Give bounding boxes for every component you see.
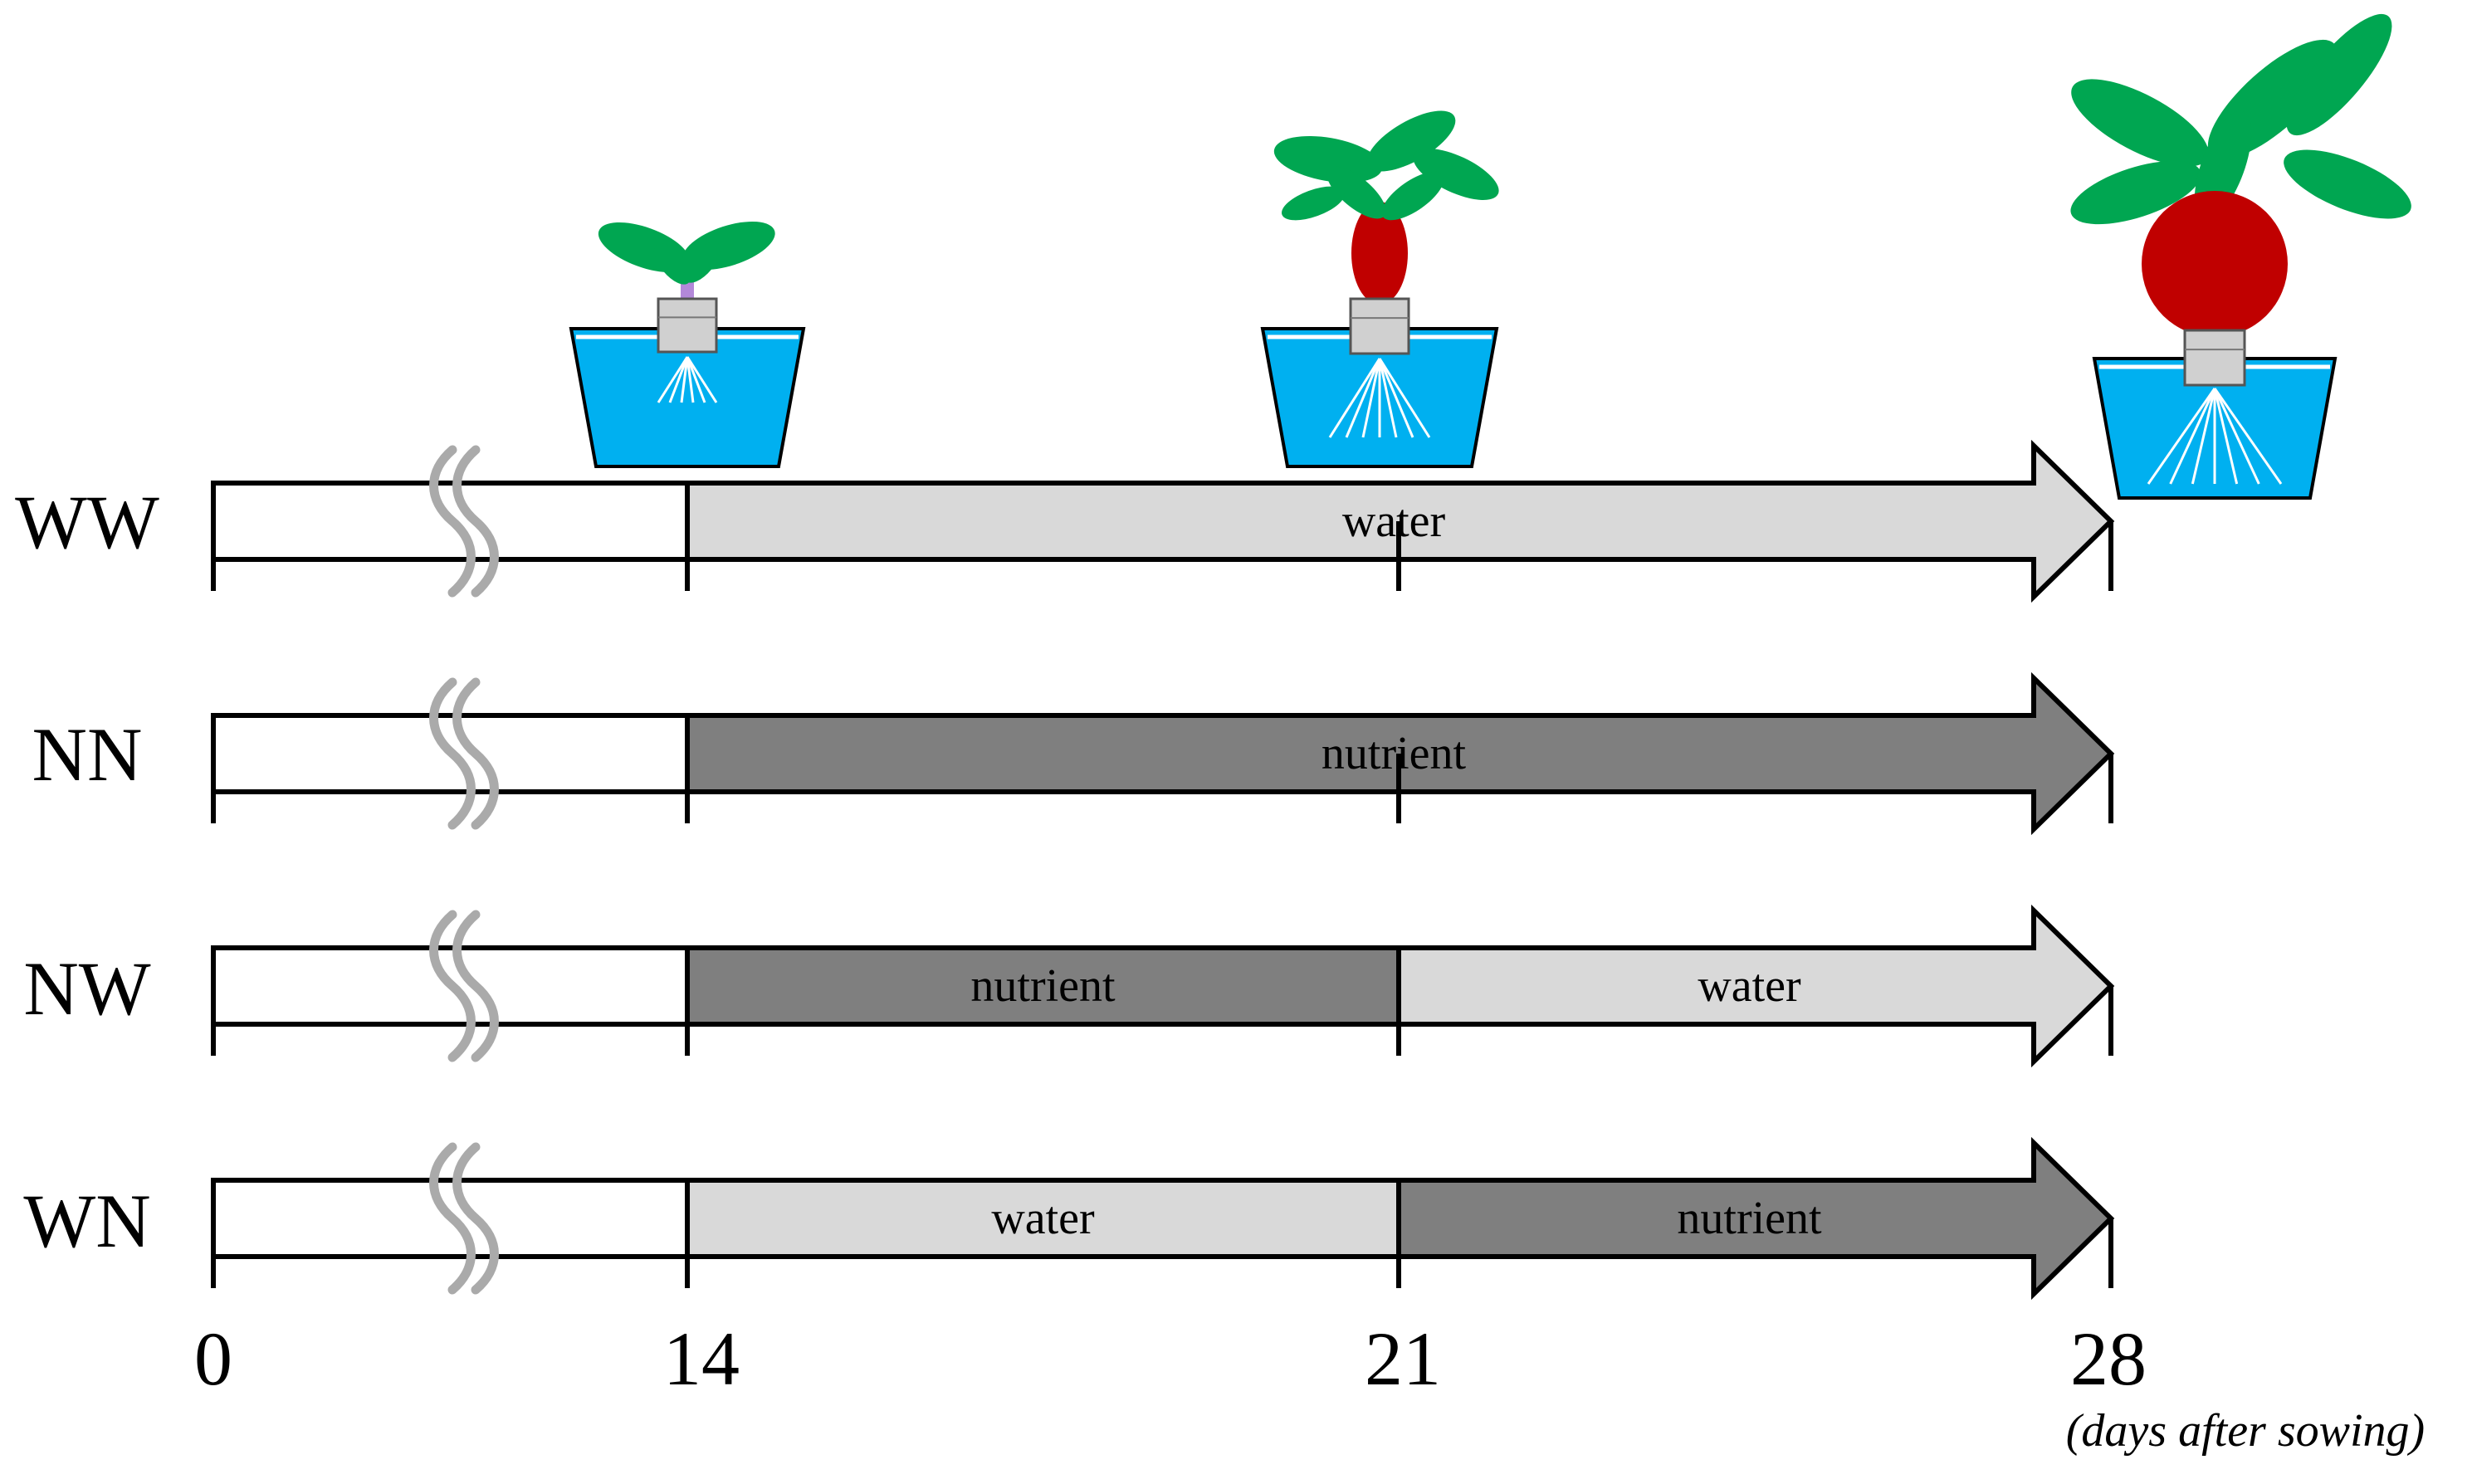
axis-break-icon bbox=[429, 910, 499, 1062]
root-line bbox=[2191, 388, 2216, 485]
break-wave bbox=[452, 910, 499, 1062]
root-line bbox=[657, 356, 689, 403]
break-wave bbox=[429, 910, 476, 1062]
tick-label-28: 28 bbox=[2070, 1316, 2147, 1401]
timeline-row-wn: water nutrient bbox=[211, 1136, 2115, 1301]
tick-label-21: 21 bbox=[1365, 1316, 1441, 1401]
leaf-icon bbox=[2286, 13, 2392, 136]
break-wave bbox=[429, 677, 476, 830]
timeline-rows: water nutrient nutrient water water nutrient bbox=[211, 439, 2115, 1301]
row-label-wn: WN bbox=[23, 1179, 150, 1263]
water-arrow-segment bbox=[1396, 904, 2115, 1068]
break-wave bbox=[429, 445, 476, 598]
leaf-icon bbox=[1326, 166, 1386, 219]
pot-icon bbox=[569, 327, 806, 468]
root-line bbox=[2213, 388, 2283, 485]
leaf-icon bbox=[653, 243, 691, 285]
root-line bbox=[1361, 358, 1381, 438]
root-line bbox=[680, 356, 689, 403]
leaf-icon bbox=[683, 242, 721, 283]
leaf-icon bbox=[1282, 186, 1345, 221]
break-wave bbox=[452, 445, 499, 598]
nutrient-segment bbox=[685, 945, 1401, 1027]
plant-illustrations bbox=[569, 13, 2411, 500]
root-line bbox=[1345, 358, 1381, 438]
segment-label-nutrient: nutrient bbox=[1321, 728, 1467, 779]
axis-break-icon bbox=[429, 1142, 499, 1295]
segment-label-water: water bbox=[991, 1193, 1095, 1244]
root-line bbox=[2169, 388, 2216, 485]
root-line bbox=[686, 356, 695, 403]
root-line bbox=[1328, 358, 1381, 438]
root-line bbox=[686, 356, 706, 403]
root-line bbox=[2213, 388, 2239, 485]
row-label-nn: NN bbox=[32, 712, 143, 797]
plug-holder bbox=[657, 297, 718, 354]
row-label-ww: WW bbox=[15, 480, 159, 564]
timeline-row-nn: nutrient bbox=[211, 671, 2115, 836]
plant-young bbox=[1260, 110, 1499, 468]
plug-holder bbox=[2183, 329, 2246, 387]
leaf-icon bbox=[2071, 79, 2209, 167]
segment-label-nutrient: nutrient bbox=[1677, 1193, 1822, 1244]
timeline-row-ww: water bbox=[211, 439, 2115, 603]
root-line bbox=[2147, 388, 2216, 485]
segment-label-water: water bbox=[1342, 495, 1446, 547]
root-line bbox=[1378, 358, 1398, 438]
leaf-icon bbox=[2070, 160, 2201, 225]
root-line bbox=[2213, 388, 2260, 485]
leaf-icon bbox=[1413, 149, 1499, 200]
plant-mature bbox=[2070, 13, 2411, 500]
tick-label-0: 0 bbox=[194, 1316, 232, 1401]
root-line bbox=[686, 356, 718, 403]
leaf-icon bbox=[1381, 171, 1444, 221]
radish-root-icon bbox=[1351, 202, 1408, 305]
break-wave bbox=[452, 1142, 499, 1295]
root-line bbox=[668, 356, 689, 403]
water-segment bbox=[685, 1178, 1401, 1259]
radish-root-icon bbox=[2142, 191, 2288, 337]
leaf-icon bbox=[1366, 110, 1456, 172]
axis-break-icon bbox=[429, 677, 499, 830]
plug-holder bbox=[1349, 297, 1410, 355]
axis-break-icon bbox=[429, 445, 499, 598]
timeline-row-nw: nutrient water bbox=[211, 904, 2115, 1068]
break-wave bbox=[452, 677, 499, 830]
break-wave bbox=[429, 1142, 476, 1295]
plant-seedling bbox=[569, 221, 806, 468]
row-label-nw: NW bbox=[23, 946, 150, 1031]
segment-label-nutrient: nutrient bbox=[970, 960, 1116, 1012]
tick-label-14: 14 bbox=[663, 1316, 740, 1401]
nutrient-arrow-segment bbox=[1396, 1136, 2115, 1301]
leaf-icon bbox=[2284, 149, 2411, 219]
segment-label-water: water bbox=[1698, 960, 1801, 1012]
axis-unit-label: (days after sowing) bbox=[2066, 1405, 2425, 1457]
root-line bbox=[1378, 358, 1414, 438]
leaf-icon bbox=[1273, 135, 1383, 183]
root-line bbox=[1378, 358, 1431, 438]
